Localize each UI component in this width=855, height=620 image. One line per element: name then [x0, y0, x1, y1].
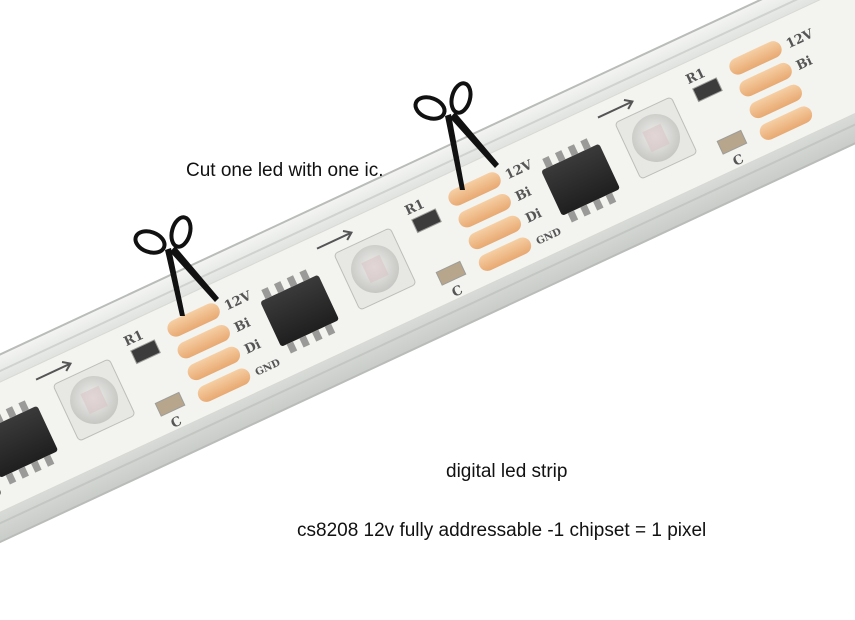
ic-chip	[542, 138, 620, 223]
svg-text:Bi: Bi	[513, 185, 534, 205]
copper-pads	[448, 172, 532, 271]
spec-caption: cs8208 12v fully addressable -1 chipset …	[297, 520, 707, 541]
resistor	[130, 339, 161, 365]
rgb-led	[53, 359, 135, 441]
rgb-led	[615, 97, 697, 179]
arrow-right-icon	[35, 360, 73, 381]
capacitor	[435, 260, 467, 286]
capacitor	[154, 391, 186, 417]
scissors-icon	[413, 81, 499, 190]
cut-instruction-caption: Cut one led with one ic.	[186, 160, 384, 181]
scissors-icon	[133, 215, 219, 316]
svg-text:D: D	[0, 484, 4, 502]
svg-text:Di: Di	[242, 337, 263, 357]
ic-chip	[0, 400, 58, 485]
arrow-right-icon	[597, 98, 634, 119]
svg-text:Bi: Bi	[794, 54, 815, 74]
rgb-led	[334, 228, 416, 310]
svg-text:Di: Di	[523, 206, 544, 226]
arrow-right-icon	[316, 229, 354, 250]
ic-chip	[261, 269, 339, 354]
resistor	[411, 208, 442, 234]
resistor	[692, 77, 723, 103]
product-name-caption: digital led strip	[446, 461, 568, 482]
svg-text:Bi: Bi	[232, 316, 253, 336]
copper-pads	[167, 303, 251, 402]
copper-pads	[729, 41, 813, 140]
capacitor	[716, 129, 748, 155]
